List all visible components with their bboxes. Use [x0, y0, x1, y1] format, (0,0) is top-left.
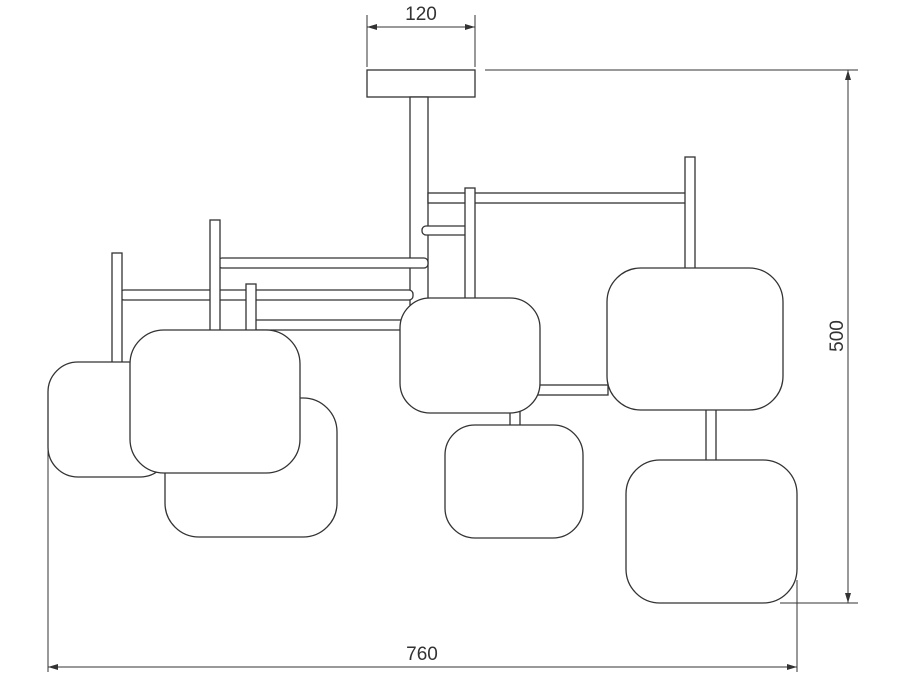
- arm: [119, 289, 414, 301]
- arm: [249, 319, 411, 331]
- post: [705, 404, 717, 464]
- arm: [217, 257, 429, 269]
- frame: [111, 69, 717, 464]
- shades: [47, 267, 798, 604]
- post: [245, 283, 257, 335]
- lamp-shade: [444, 424, 584, 539]
- arm: [421, 225, 469, 236]
- dimension-label-760: 760: [406, 644, 438, 665]
- dimension-label-500: 500: [827, 320, 848, 352]
- dimension-canopy-width: 120: [366, 4, 476, 67]
- post: [209, 219, 221, 336]
- lamp-shade: [606, 267, 784, 411]
- post: [111, 252, 123, 369]
- dimension-height: 500: [485, 69, 858, 604]
- lamp-shade: [625, 459, 798, 604]
- lamp-shade: [399, 297, 541, 414]
- lamp-shade: [129, 329, 301, 474]
- dimension-width: 760: [47, 450, 798, 672]
- post: [684, 156, 696, 273]
- canopy: [366, 69, 476, 98]
- dimension-label-120: 120: [405, 4, 437, 25]
- post: [464, 187, 476, 304]
- stem: [409, 96, 429, 308]
- arm: [536, 384, 609, 396]
